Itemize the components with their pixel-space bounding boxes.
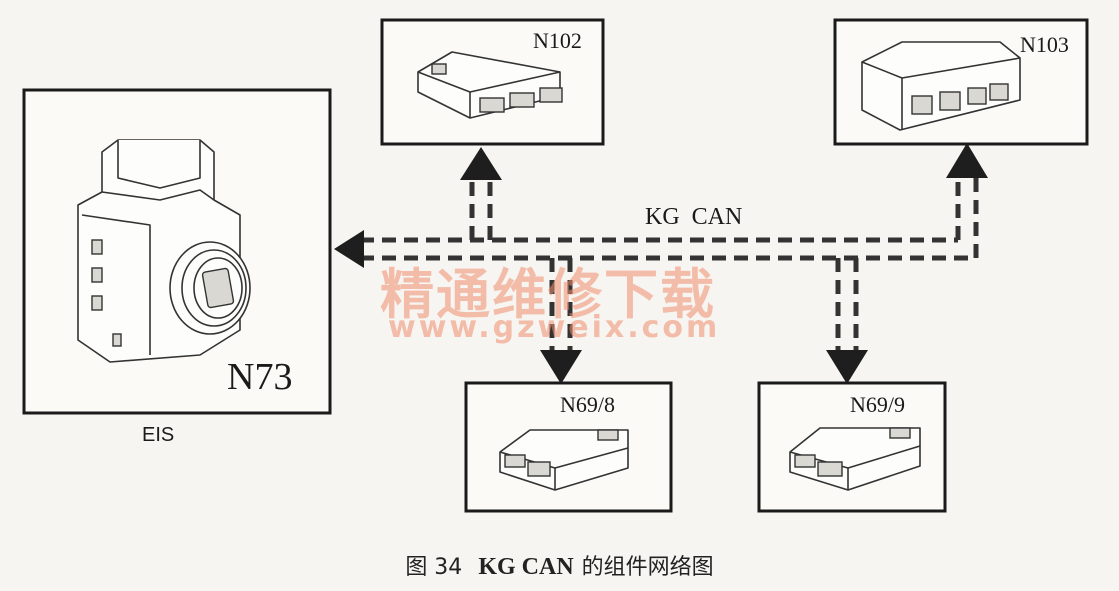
n103-control-unit-icon <box>861 41 1021 131</box>
n102-control-unit-icon <box>417 51 563 119</box>
kg-can-bus <box>334 230 976 268</box>
watermark-text: 精通维修下载 <box>380 263 716 326</box>
arrow-up-n103-icon <box>946 143 988 178</box>
branch-to-n69-9 <box>826 258 868 384</box>
arrow-up-n102-icon <box>460 147 502 180</box>
n69-9-label: N69/9 <box>850 392 905 417</box>
arrow-down-n69-9-icon <box>826 350 868 384</box>
watermark-url: www.gzweix.com <box>388 310 721 345</box>
eis-ignition-switch-icon <box>77 139 251 363</box>
eis-label: EIS <box>142 424 175 446</box>
caption-suffix: 的组件网络图 <box>581 555 714 580</box>
bus-arrow-to-n73-icon <box>334 230 364 268</box>
n102-label: N102 <box>533 28 582 53</box>
caption-bold: KG CAN <box>478 554 574 580</box>
caption-prefix: 图 34 <box>405 555 463 580</box>
n69-9-control-unit-icon <box>789 427 921 491</box>
n69-8-label: N69/8 <box>560 392 615 417</box>
figure-caption: 图 34 KG CAN 的组件网络图 <box>0 549 1119 581</box>
kg-can-label: KG CAN <box>645 204 743 230</box>
n103-label: N103 <box>1020 32 1069 57</box>
n69-8-control-unit-icon <box>499 429 629 491</box>
n73-label: N73 <box>227 356 293 398</box>
arrow-down-n69-8-icon <box>540 350 582 384</box>
branch-to-n102 <box>460 147 502 240</box>
branch-to-n69-8 <box>540 258 582 384</box>
branch-to-n103 <box>946 143 988 258</box>
